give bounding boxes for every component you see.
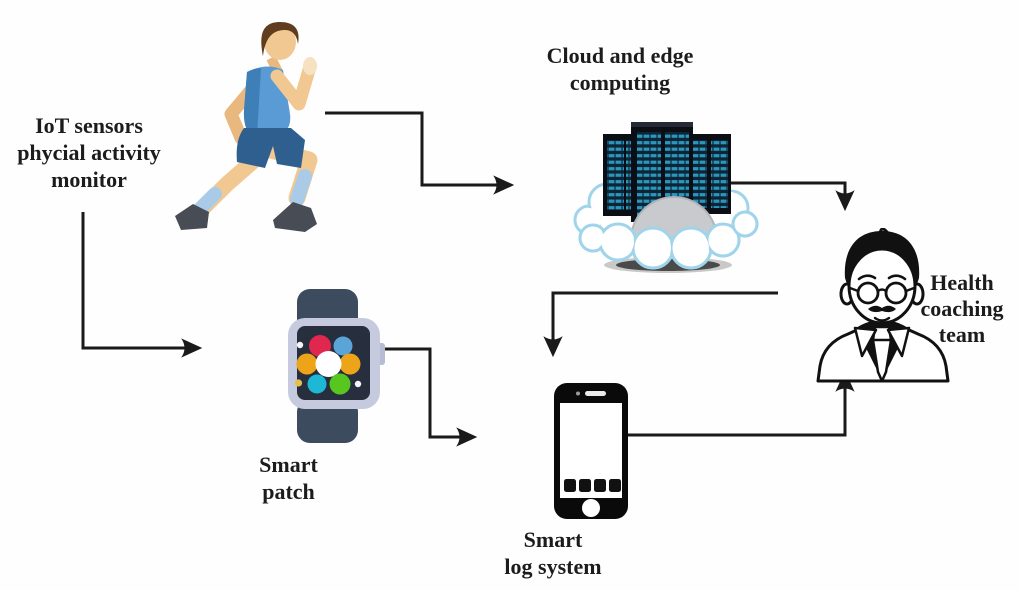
arrow-smart-patch-to-smart-log xyxy=(380,347,478,447)
smartphone-icon xyxy=(553,382,629,520)
label-iot-sensors: IoT sensors phycial activity monitor xyxy=(17,113,161,192)
running-person-icon xyxy=(171,18,351,236)
arrow-runner-to-cloud xyxy=(325,111,515,195)
label-smart-log-system: Smart log system xyxy=(504,527,602,579)
smartwatch-icon xyxy=(286,287,386,445)
label-health-coaching-team: Health coaching team xyxy=(920,270,1004,347)
label-smart-patch: Smart patch xyxy=(259,452,318,504)
arrow-iot-to-smart-patch xyxy=(81,212,203,358)
doctor-icon xyxy=(812,228,954,383)
arrow-cloud-to-health-team xyxy=(711,181,855,212)
cloud-servers-icon xyxy=(573,120,760,273)
arrow-health-team-to-smart-log xyxy=(543,291,778,358)
label-cloud-edge-computing: Cloud and edge computing xyxy=(546,43,694,95)
arrow-smart-log-to-health-team xyxy=(621,370,855,437)
